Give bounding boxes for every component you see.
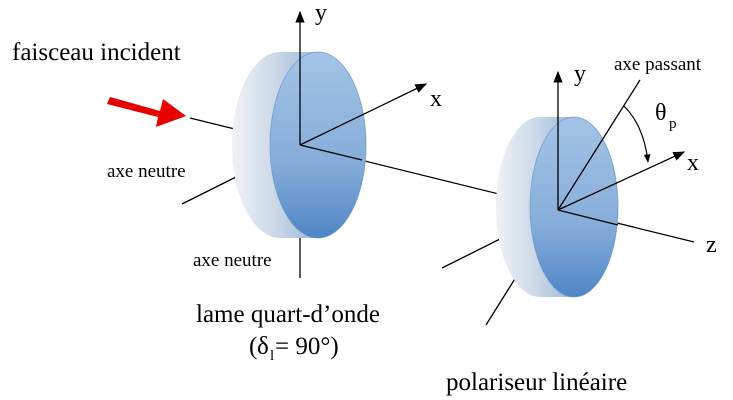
neutral-axis-label-2: axe neutre: [193, 250, 272, 271]
incident-beam-arrow: [107, 97, 186, 127]
polarizer-x-label: x: [687, 150, 699, 176]
waveplate-y-label: y: [315, 0, 327, 26]
linear-polarizer: [496, 116, 619, 298]
z-through-polarizer: [557, 209, 619, 226]
waveplate-name-label: lame quart-d’onde: [196, 301, 380, 328]
wp-z-through: [299, 144, 363, 161]
neutral-axis-label-1: axe neutre: [107, 161, 186, 182]
z-axis-label: z: [706, 232, 717, 258]
polarizer-name-label: polariseur linéaire: [446, 369, 627, 396]
retardance-subscript: l: [270, 348, 274, 364]
retardance-delta: δ: [257, 333, 269, 360]
theta-p-label: θ p: [655, 100, 677, 132]
pass-axis-label: axe passant: [614, 54, 702, 75]
waveplate-x-label: x: [430, 86, 442, 112]
polarizer-y-label: y: [574, 61, 586, 87]
pol-x-axis-front: [557, 151, 686, 211]
theta-subscript: p: [669, 116, 677, 132]
quarter-wave-plate: [232, 51, 367, 239]
wp-x-axis-line: [299, 83, 428, 146]
retardance-value: = 90°): [275, 333, 339, 360]
theta-symbol: θ: [655, 100, 667, 126]
theta-p-arc: [623, 105, 651, 163]
incident-beam-label: faisceau incident: [12, 39, 181, 66]
pol-pass-axis-front: [557, 79, 641, 211]
retardance-open-paren: (: [249, 333, 257, 360]
waveplate-retardance-label: ( δ l = 90°): [249, 333, 339, 364]
